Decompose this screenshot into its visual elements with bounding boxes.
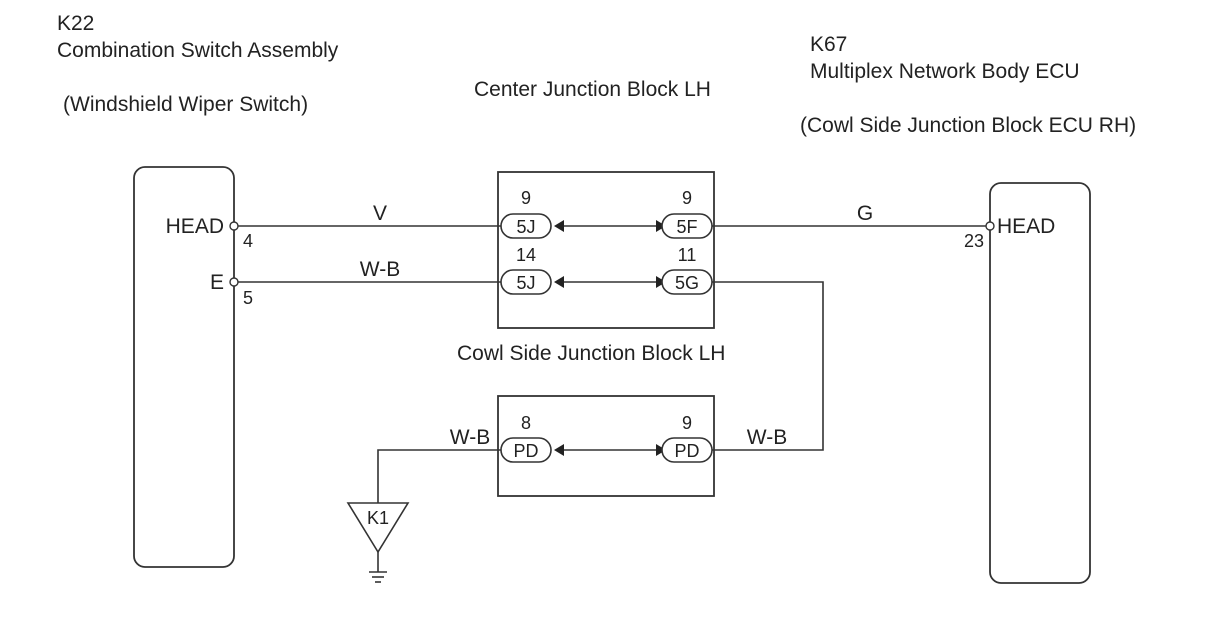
k22-head-terminal <box>229 221 239 231</box>
ground-k1 <box>346 502 410 583</box>
connector-5j-b <box>500 269 552 295</box>
cowl-jb-title: Cowl Side Junction Block LH <box>457 342 725 365</box>
connector-5g-pin: 11 <box>678 245 697 265</box>
k22-box <box>133 166 235 568</box>
connector-5f-code: 5F <box>676 217 697 237</box>
connector-5f <box>661 213 713 239</box>
k67-head-pin: 23 <box>964 231 984 251</box>
connector-5g <box>661 269 713 295</box>
k22-code: K22 <box>57 12 94 35</box>
connector-5j-a <box>500 213 552 239</box>
wire-label-pd-right: W-B <box>747 426 787 449</box>
connector-5g-code: 5G <box>675 273 699 293</box>
internal-link-5j-5g <box>554 276 666 288</box>
k67-head-terminal <box>985 221 995 231</box>
wire-label-pd-left: W-B <box>450 426 490 449</box>
k67-name: Multiplex Network Body ECU <box>810 60 1080 83</box>
k22-e-pin: 5 <box>243 288 253 308</box>
center-jb-box <box>497 171 715 329</box>
k67-sub: (Cowl Side Junction Block ECU RH) <box>800 114 1136 137</box>
wire-5g-pd-wb <box>712 281 824 451</box>
connector-pd-a <box>500 437 552 463</box>
internal-link-pd-pd <box>554 444 666 456</box>
wire-label-v: V <box>373 202 387 225</box>
k67-head-label: HEAD <box>997 215 1055 238</box>
connector-5j-b-code: 5J <box>516 273 535 293</box>
k22-e-terminal <box>229 277 239 287</box>
ground-k1-label: K1 <box>367 508 389 528</box>
wire-pd-k1-wb <box>377 449 501 503</box>
k22-e-label: E <box>210 271 224 294</box>
connector-pd-b-code: PD <box>674 441 699 461</box>
connector-5f-pin: 9 <box>682 188 692 208</box>
k22-head-pin: 4 <box>243 231 253 251</box>
connector-5j-b-pin: 14 <box>516 245 536 265</box>
connector-5j-a-pin: 9 <box>521 188 531 208</box>
connector-pd-b <box>661 437 713 463</box>
k67-box <box>989 182 1091 584</box>
k22-head-label: HEAD <box>166 215 224 238</box>
k22-name: Combination Switch Assembly <box>57 39 339 62</box>
wire-label-g: G <box>857 202 873 225</box>
connector-5j-a-code: 5J <box>516 217 535 237</box>
k67-code: K67 <box>810 33 847 56</box>
center-jb-title: Center Junction Block LH <box>474 78 711 101</box>
connector-pd-a-code: PD <box>513 441 538 461</box>
connector-pd-a-pin: 8 <box>521 413 531 433</box>
connector-pd-b-pin: 9 <box>682 413 692 433</box>
internal-link-5j-5f <box>554 220 666 232</box>
wire-label-e-wb: W-B <box>360 258 400 281</box>
k22-sub: (Windshield Wiper Switch) <box>63 93 308 116</box>
